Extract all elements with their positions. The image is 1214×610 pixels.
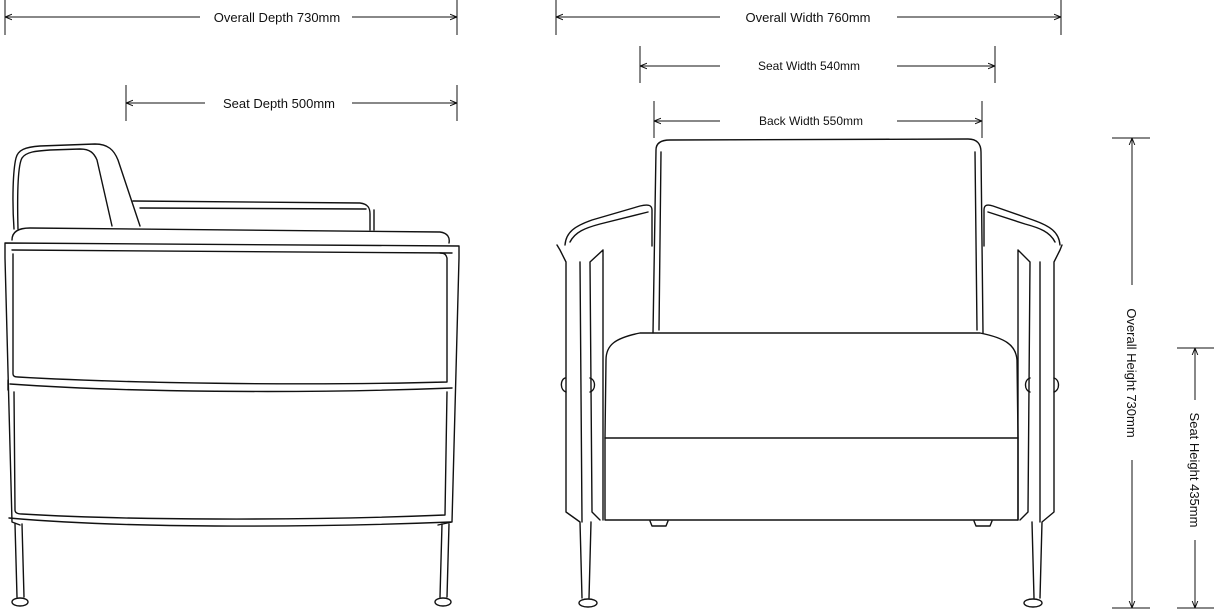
overall-width-dimension: Overall Width 760mm (555, 0, 1062, 35)
front-inner-feet (649, 520, 993, 527)
front-left-armrest (564, 204, 653, 247)
chair-side-view (4, 143, 460, 607)
overall-depth-dimension: Overall Depth 730mm (4, 0, 458, 35)
seat-width-dimension: Seat Width 540mm (639, 46, 996, 83)
back-width-label: Back Width 550mm (759, 114, 863, 128)
side-armrest (132, 200, 371, 231)
side-front-leg (14, 523, 25, 598)
front-left-frame (556, 244, 604, 599)
front-right-frame (1017, 244, 1063, 599)
overall-depth-label: Overall Depth 730mm (214, 10, 340, 25)
front-right-foot (1023, 598, 1043, 608)
front-right-armrest (983, 204, 1061, 247)
overall-height-dimension: Overall Height 730mm (1112, 137, 1150, 609)
side-backrest (12, 143, 141, 230)
front-backrest (652, 138, 984, 334)
side-seat-cushion (11, 227, 450, 244)
seat-depth-label: Seat Depth 500mm (223, 96, 335, 111)
overall-height-label: Overall Height 730mm (1124, 308, 1139, 437)
front-left-foot (578, 598, 598, 608)
chair-front-view (556, 138, 1063, 608)
side-upper-panel (12, 252, 448, 385)
back-width-dimension: Back Width 550mm (653, 101, 983, 138)
overall-width-label: Overall Width 760mm (746, 10, 871, 25)
seat-height-label: Seat Height 435mm (1187, 413, 1202, 528)
front-base (604, 437, 1019, 521)
seat-height-dimension: Seat Height 435mm (1177, 347, 1214, 609)
front-seat-cushion (604, 332, 1019, 439)
seat-depth-dimension: Seat Depth 500mm (125, 85, 458, 121)
side-lower-panel (13, 391, 448, 520)
seat-width-label: Seat Width 540mm (758, 59, 860, 73)
side-back-leg (439, 523, 450, 598)
